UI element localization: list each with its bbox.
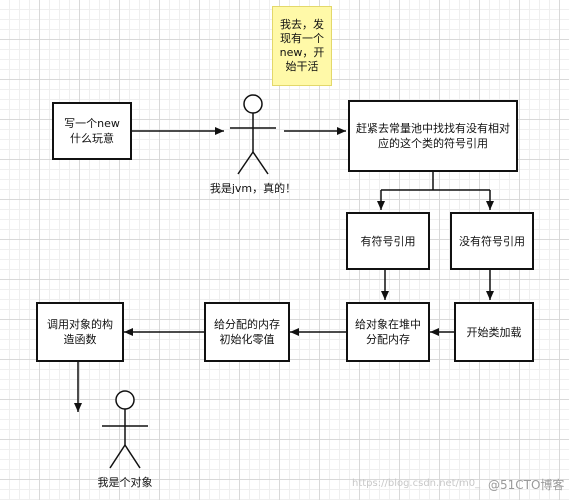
box-load-class: 开始类加载 bbox=[454, 302, 534, 362]
box-alloc-heap: 给对象在堆中分配内存 bbox=[346, 302, 430, 362]
sticky-note: 我去，发现有一个new，开始干活 bbox=[272, 6, 332, 86]
box-init-zero: 给分配的内存初始化零值 bbox=[204, 302, 290, 362]
jvm-actor-label: 我是jvm，真的！ bbox=[209, 182, 297, 195]
watermark-url: https://blog.csdn.net/m0_ bbox=[352, 478, 481, 489]
box-new-what: 写一个new什么玩意 bbox=[52, 102, 132, 160]
box-no-symbolic-ref: 没有符号引用 bbox=[450, 212, 534, 270]
box-has-symbolic-ref: 有符号引用 bbox=[346, 212, 430, 270]
jvm-actor-icon bbox=[230, 94, 276, 175]
object-actor-icon bbox=[102, 390, 148, 469]
watermark-brand: @51CTO博客 bbox=[488, 478, 565, 492]
box-constant-pool: 赶紧去常量池中找找有没有相对应的这个类的符号引用 bbox=[348, 100, 518, 172]
object-actor-label: 我是个对象 bbox=[97, 476, 153, 489]
box-call-ctor: 调用对象的构造函数 bbox=[36, 302, 124, 362]
